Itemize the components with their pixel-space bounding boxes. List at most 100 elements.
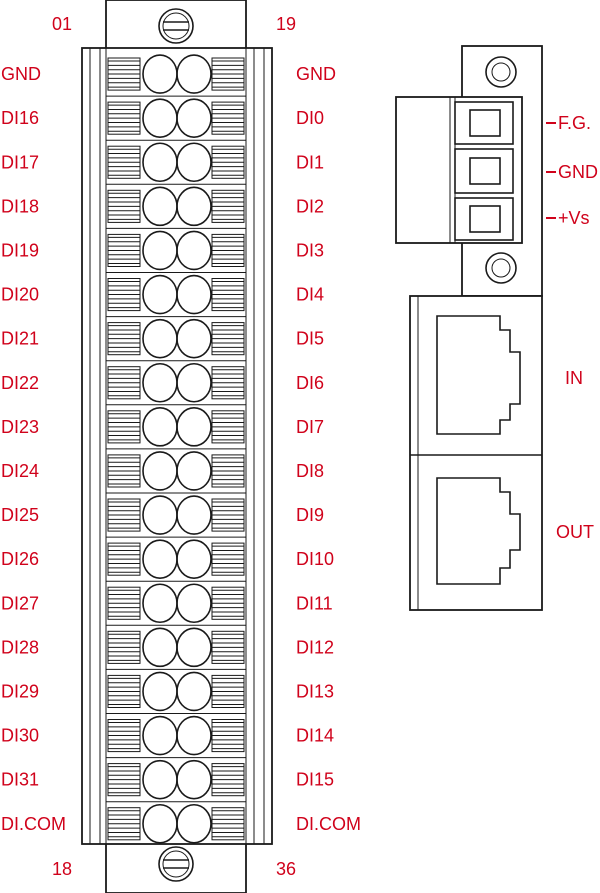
left-signal-label: DI26: [1, 549, 39, 569]
terminal-block: [81, 0, 273, 893]
screw-right-icon: [176, 98, 212, 138]
terminal-row: [106, 492, 246, 535]
wire-entry-right: [211, 763, 245, 797]
left-signal-label: DI29: [1, 681, 39, 701]
wire-entry-left: [107, 498, 141, 532]
power-terminal-2-inner: [469, 157, 501, 185]
terminal-row: [106, 227, 246, 271]
right-signal-label: DI.COM: [296, 814, 361, 834]
wire-entry-right: [211, 233, 245, 267]
screw-right-icon: [176, 759, 212, 800]
right-signal-label: DI15: [296, 770, 334, 790]
wire-entry-right: [211, 366, 245, 400]
wire-entry-left: [107, 366, 141, 400]
power-plug: [395, 96, 523, 244]
right-signal-label: DI1: [296, 152, 324, 172]
left-signal-label: DI16: [1, 108, 39, 128]
screw-right-icon: [176, 671, 212, 712]
top-mount-screw-inner: [162, 12, 190, 40]
right-signal-label: DI5: [296, 329, 324, 349]
terminal-row: [106, 272, 246, 315]
wire-entry-right: [211, 542, 245, 576]
wire-entry-right: [211, 189, 245, 223]
pin-rows: [106, 54, 246, 844]
pin-number-top-left: 01: [52, 14, 72, 34]
screw-right-icon: [176, 451, 212, 491]
screw-right-icon: [176, 230, 212, 271]
screw-right-icon: [176, 318, 212, 359]
wire-entry-left: [107, 630, 141, 664]
ethernet-out-label: OUT: [556, 522, 594, 542]
terminal-row: [106, 316, 246, 359]
power-label-vs: +Vs: [558, 208, 590, 228]
power-label-gnd: GND: [558, 162, 598, 182]
right-signal-label: DI9: [296, 505, 324, 525]
ethernet-ports: IN OUT: [409, 295, 594, 611]
wire-entry-left: [107, 57, 141, 91]
wire-entry-right: [211, 145, 245, 179]
left-signal-label: DI24: [1, 461, 39, 481]
wire-entry-left: [107, 586, 141, 620]
power-terminal-2-outer: [454, 148, 514, 194]
wire-entry-right: [211, 719, 245, 753]
ethernet-in-label: IN: [565, 368, 583, 388]
right-signal-label: DI2: [296, 196, 324, 216]
top-mount-screw-icon: [158, 8, 194, 44]
top-mount-tab: [105, 0, 247, 53]
power-bottom-screw-inner: [491, 258, 511, 278]
left-signal-label: DI30: [1, 726, 39, 746]
wire-entry-left: [107, 189, 141, 223]
screw-right-icon: [176, 539, 212, 579]
wire-entry-right: [211, 498, 245, 532]
screw-right-icon: [176, 54, 212, 94]
terminal-body: [81, 47, 273, 845]
wire-entry-left: [107, 454, 141, 488]
rj45-out-icon: [436, 477, 521, 585]
right-signal-label: DI10: [296, 549, 334, 569]
right-signal-label: DI8: [296, 461, 324, 481]
bottom-mount-screw-icon: [158, 846, 194, 882]
left-signal-label: DI25: [1, 505, 39, 525]
screw-right-icon: [176, 407, 212, 447]
right-signal-label: DI11: [296, 593, 333, 613]
left-signal-label: DI21: [1, 329, 39, 349]
wire-entry-left: [107, 807, 141, 841]
screw-right-icon: [176, 362, 212, 403]
wire-entry-left: [107, 278, 141, 312]
power-terminal-2: [454, 148, 514, 194]
left-signal-label: DI17: [1, 152, 39, 172]
terminal-row: [106, 801, 246, 844]
wire-entry-left: [107, 322, 141, 356]
rj45-in-icon: [436, 315, 521, 435]
wire-entry-right: [211, 674, 245, 709]
power-terminal-3-inner: [469, 205, 501, 233]
wire-entry-left: [107, 763, 141, 797]
pin-number-top-right: 19: [276, 14, 296, 34]
screw-right-icon: [176, 715, 212, 756]
wire-entry-right: [211, 322, 245, 356]
left-signal-label: DI28: [1, 637, 39, 657]
power-label-fg: F.G.: [558, 113, 591, 133]
right-signal-label: DI7: [296, 417, 324, 437]
left-signal-label: DI18: [1, 196, 39, 216]
power-terminal-3-outer: [454, 197, 514, 241]
terminal-row: [106, 668, 246, 712]
power-terminal-1-outer: [454, 101, 514, 145]
bottom-mount-screw-inner: [162, 850, 190, 878]
left-signal-label: DI31: [1, 770, 39, 790]
ethernet-housing: [409, 295, 543, 611]
wire-entry-left: [107, 719, 141, 753]
wire-entry-right: [211, 57, 245, 91]
left-signal-label: DI22: [1, 373, 39, 393]
right-signal-label: DI14: [296, 726, 334, 746]
power-terminal-3: [454, 197, 514, 241]
screw-right-icon: [176, 627, 212, 668]
wire-entry-right: [211, 807, 245, 841]
terminal-row: [106, 713, 246, 756]
power-terminal-1: [454, 101, 514, 145]
power-top-screw-inner: [491, 62, 511, 82]
wire-entry-left: [107, 542, 141, 576]
power-terminal-1-inner: [469, 109, 501, 137]
terminal-row: [106, 536, 246, 579]
wire-entry-right: [211, 101, 245, 135]
